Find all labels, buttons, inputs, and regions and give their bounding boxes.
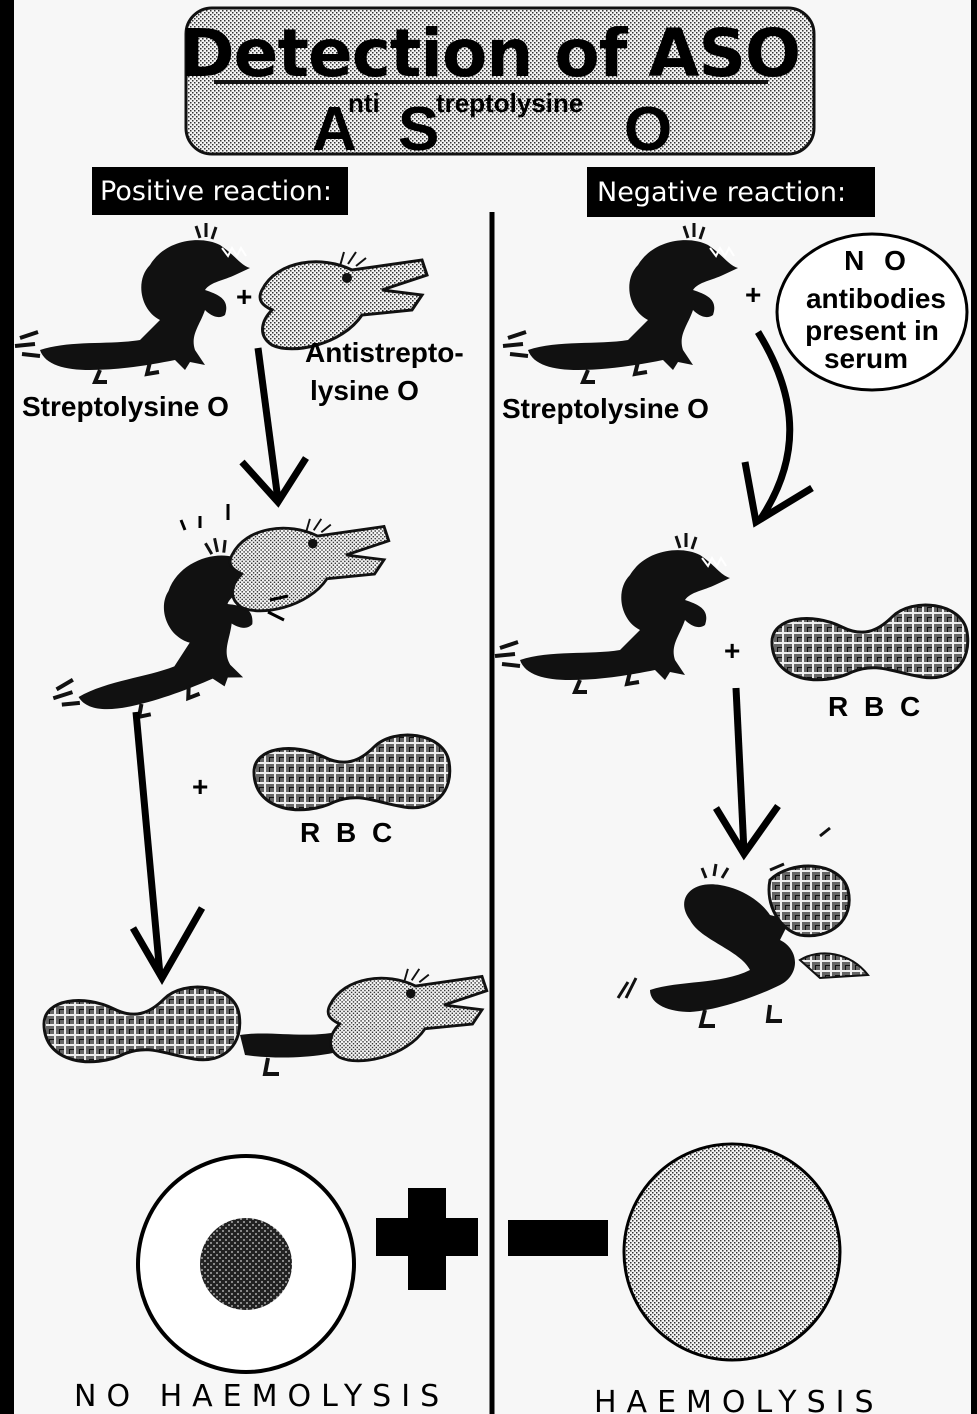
haemolysis-plate-icon bbox=[624, 1144, 840, 1360]
arrow-down-icon bbox=[133, 712, 202, 978]
negative-result-label: HAEMOLYSIS bbox=[594, 1385, 884, 1414]
positive-header: Positive reaction: bbox=[100, 176, 332, 207]
no-antibodies-line1: N O bbox=[844, 245, 912, 276]
negative-antigen-label: Streptolysine O bbox=[502, 393, 709, 424]
minus-sign-icon bbox=[508, 1220, 608, 1256]
rbc-pellet-icon bbox=[200, 1218, 292, 1310]
bound-complex-icon bbox=[28, 504, 389, 733]
positive-antibody-label-line2: lysine O bbox=[310, 375, 419, 406]
negative-plus-1: + bbox=[745, 279, 761, 310]
positive-antibody-label-line1: Antistrepto- bbox=[305, 337, 464, 368]
streptolysine-monster-icon bbox=[15, 223, 250, 382]
positive-rbc-label: R B C bbox=[300, 817, 396, 848]
title-sub-small1: nti bbox=[348, 88, 380, 118]
no-antibodies-line4: serum bbox=[824, 343, 908, 374]
positive-plus-2: + bbox=[192, 771, 208, 802]
no-antibodies-line3: present in bbox=[805, 315, 939, 346]
streptolysine-monster-icon bbox=[495, 533, 730, 692]
positive-antigen-label: Streptolysine O bbox=[22, 391, 229, 422]
streptolysine-monster-icon bbox=[503, 223, 738, 382]
rbc-cell-icon bbox=[254, 735, 450, 810]
negative-plus-2: + bbox=[724, 635, 740, 666]
no-antibodies-line2: antibodies bbox=[806, 283, 946, 314]
title-sub-small2: treptolysine bbox=[436, 88, 583, 118]
positive-plus-1: + bbox=[236, 281, 252, 312]
positive-result-label: NO HAEMOLYSIS bbox=[74, 1379, 449, 1414]
negative-header: Negative reaction: bbox=[597, 177, 846, 208]
rbc-cell-icon bbox=[772, 605, 968, 680]
neutralized-complex-icon bbox=[240, 969, 487, 1074]
arrow-down-icon bbox=[242, 348, 306, 502]
plus-sign-icon bbox=[376, 1188, 478, 1290]
antistreptolysine-antibody-icon bbox=[260, 252, 427, 349]
title-sub-cap2: S bbox=[398, 95, 439, 164]
rbc-cell-intact-icon bbox=[44, 987, 240, 1062]
title-sub-cap3: O bbox=[624, 95, 672, 164]
negative-rbc-label: R B C bbox=[828, 691, 924, 722]
arrow-down-icon bbox=[716, 688, 778, 854]
